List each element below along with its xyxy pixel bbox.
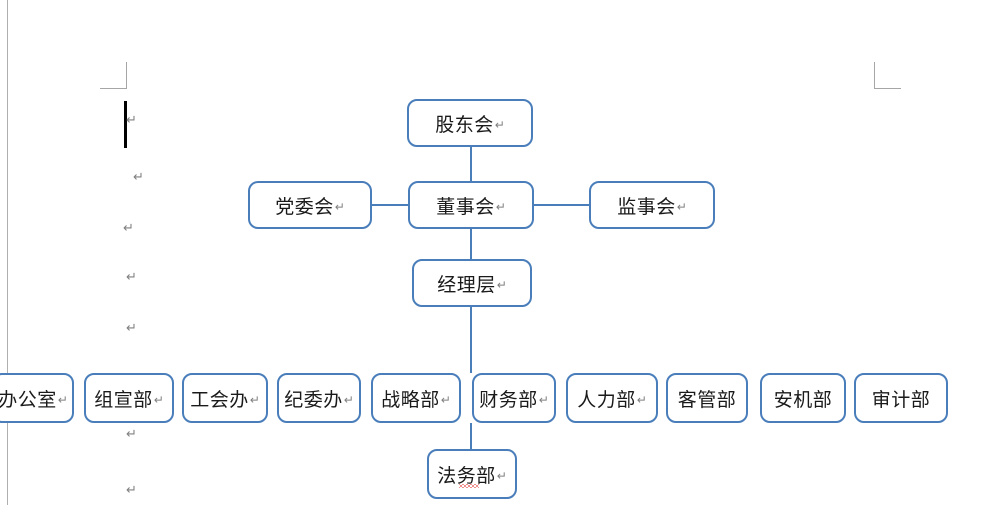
org-node-safety-equipment[interactable]: 安机部 bbox=[760, 373, 846, 423]
org-node-label: 办公室 bbox=[0, 389, 57, 411]
org-node-org-publicity[interactable]: 组宣部 ↵ bbox=[84, 373, 174, 423]
org-node-label: 财务部 bbox=[479, 389, 538, 411]
org-node-label: 工会办 bbox=[190, 389, 249, 411]
paragraph-mark: ↵ bbox=[126, 483, 137, 498]
connector-party-to-board bbox=[372, 204, 408, 206]
paragraph-mark: ↵ bbox=[636, 393, 647, 407]
org-node-label: 客管部 bbox=[677, 389, 737, 411]
org-node-label: 组宣部 bbox=[94, 389, 153, 411]
margin-corner-top-right-icon bbox=[874, 62, 901, 89]
org-node-label: 安机部 bbox=[773, 389, 833, 411]
paragraph-mark: ↵ bbox=[123, 221, 134, 236]
org-node-label: 党委会 bbox=[275, 196, 334, 218]
paragraph-mark: ↵ bbox=[126, 270, 137, 285]
org-node-labor-union[interactable]: 工会办 ↵ bbox=[182, 373, 268, 423]
org-node-label: 法务部 bbox=[437, 465, 496, 487]
connector-shareholders-to-board bbox=[470, 147, 472, 181]
org-node-office[interactable]: 办公室 ↵ bbox=[0, 373, 74, 423]
org-node-label: 审计部 bbox=[871, 389, 931, 411]
org-node-board-of-directors[interactable]: 董事会 ↵ bbox=[408, 181, 534, 229]
paragraph-mark: ↵ bbox=[133, 170, 144, 185]
paragraph-mark: ↵ bbox=[676, 200, 687, 214]
paragraph-mark: ↵ bbox=[57, 393, 68, 407]
org-node-discipline-inspection[interactable]: 纪委办 ↵ bbox=[277, 373, 361, 423]
connector-departments-to-legal bbox=[470, 423, 472, 449]
org-node-label: 纪委办 bbox=[284, 389, 343, 411]
paragraph-mark: ↵ bbox=[153, 393, 164, 407]
org-node-label: 监事会 bbox=[617, 196, 676, 218]
paragraph-mark: ↵ bbox=[126, 321, 137, 336]
org-node-shareholders[interactable]: 股东会 ↵ bbox=[407, 99, 533, 147]
org-node-label: 人力部 bbox=[577, 389, 636, 411]
paragraph-mark: ↵ bbox=[126, 113, 137, 128]
org-node-label: 董事会 bbox=[436, 196, 495, 218]
spellcheck-squiggle-icon bbox=[459, 484, 479, 488]
page-left-edge-line bbox=[7, 0, 8, 505]
paragraph-mark: ↵ bbox=[494, 118, 505, 132]
connector-board-to-supervisors bbox=[534, 204, 589, 206]
paragraph-mark: ↵ bbox=[343, 393, 354, 407]
paragraph-mark: ↵ bbox=[496, 469, 507, 483]
paragraph-mark: ↵ bbox=[538, 393, 549, 407]
org-node-legal-affairs[interactable]: 法务部 ↵ bbox=[427, 449, 517, 499]
org-node-human-resources[interactable]: 人力部 ↵ bbox=[566, 373, 658, 423]
org-node-board-of-supervisors[interactable]: 监事会 ↵ bbox=[589, 181, 715, 229]
org-node-label: 股东会 bbox=[435, 114, 494, 136]
paragraph-mark: ↵ bbox=[495, 200, 506, 214]
org-node-management[interactable]: 经理层 ↵ bbox=[412, 259, 532, 307]
org-node-customer-management[interactable]: 客管部 bbox=[666, 373, 748, 423]
paragraph-mark: ↵ bbox=[249, 393, 260, 407]
text-caret bbox=[124, 101, 127, 148]
paragraph-mark: ↵ bbox=[440, 393, 451, 407]
margin-corner-top-left-icon bbox=[100, 62, 127, 89]
paragraph-mark: ↵ bbox=[126, 427, 137, 442]
org-node-audit[interactable]: 审计部 bbox=[854, 373, 948, 423]
org-node-strategy[interactable]: 战略部 ↵ bbox=[371, 373, 461, 423]
connector-board-to-management bbox=[470, 229, 472, 259]
paragraph-mark: ↵ bbox=[496, 278, 507, 292]
paragraph-mark: ↵ bbox=[334, 200, 345, 214]
org-node-finance[interactable]: 财务部 ↵ bbox=[472, 373, 556, 423]
org-node-label: 经理层 bbox=[437, 274, 496, 296]
connector-management-to-departments bbox=[470, 307, 472, 373]
org-node-party-committee[interactable]: 党委会 ↵ bbox=[248, 181, 372, 229]
org-node-label: 战略部 bbox=[381, 389, 440, 411]
